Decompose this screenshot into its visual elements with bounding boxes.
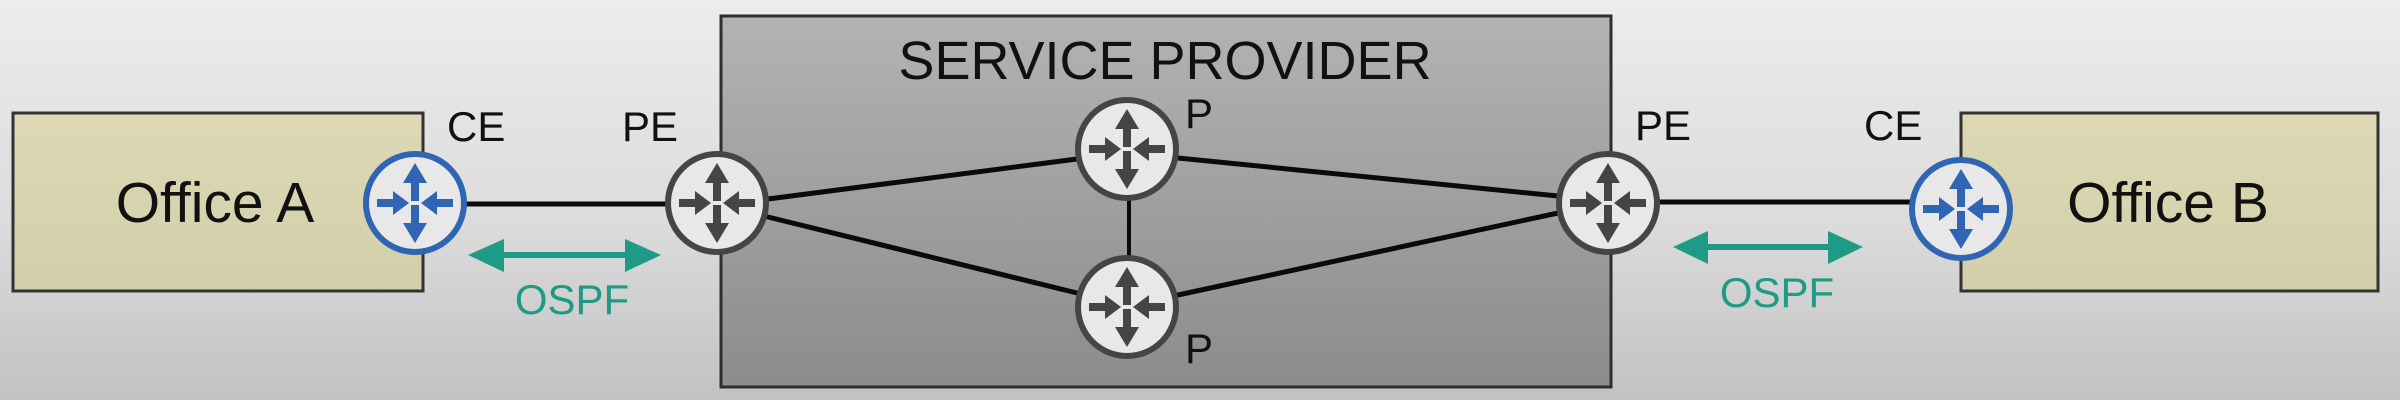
- office-a-label: Office A: [116, 171, 315, 235]
- ospf-arrow-right: [1673, 231, 1863, 264]
- office-b-label: Office B: [2067, 171, 2269, 235]
- service-provider-title: SERVICE PROVIDER: [898, 31, 1431, 91]
- pe-a-role-label: PE: [622, 103, 678, 150]
- p-top-role-label: P: [1185, 90, 1213, 137]
- router-pe-b-body: [1556, 151, 1660, 255]
- ospf-arrow-left: [468, 239, 661, 272]
- router-p-top-body: [1075, 97, 1179, 201]
- router-pe-a[interactable]: [665, 151, 769, 255]
- p-bottom-role-label: P: [1185, 325, 1213, 372]
- router-pe-b[interactable]: [1556, 151, 1660, 255]
- link-pe-a-p-top: [765, 156, 1080, 202]
- service-provider-box: [719, 14, 1613, 389]
- router-p-top[interactable]: [1075, 97, 1179, 201]
- office-a-box: [11, 111, 425, 293]
- ce-a-role-label: CE: [447, 103, 505, 150]
- link-p-top-pe-b: [1175, 155, 1561, 199]
- link-p-bottom-pe-b: [1175, 210, 1561, 298]
- ospf-label-left: OSPF: [515, 276, 629, 323]
- router-ce-b-body: [1909, 157, 2013, 261]
- router-ce-a[interactable]: [363, 151, 467, 255]
- pe-b-role-label: PE: [1635, 102, 1691, 149]
- site-office-b: Office B: [1959, 111, 2380, 293]
- router-pe-a-body: [665, 151, 769, 255]
- arrowhead-left-icon: [468, 239, 504, 272]
- arrowhead-right-icon: [1828, 231, 1863, 264]
- ce-b-role-label: CE: [1864, 102, 1922, 149]
- service-provider-network: SERVICE PROVIDER: [719, 14, 1613, 389]
- router-p-bottom[interactable]: [1075, 255, 1179, 359]
- arrowhead-left-icon: [1673, 231, 1708, 264]
- router-ce-b[interactable]: [1909, 157, 2013, 261]
- router-p-bottom-body: [1075, 255, 1179, 359]
- site-office-a: Office A: [11, 111, 425, 293]
- links: [463, 155, 1913, 298]
- link-pe-a-p-bottom: [765, 214, 1080, 296]
- office-b-box: [1959, 111, 2380, 293]
- ospf-label-right: OSPF: [1720, 269, 1834, 316]
- arrowhead-right-icon: [625, 239, 661, 272]
- router-ce-a-body: [363, 151, 467, 255]
